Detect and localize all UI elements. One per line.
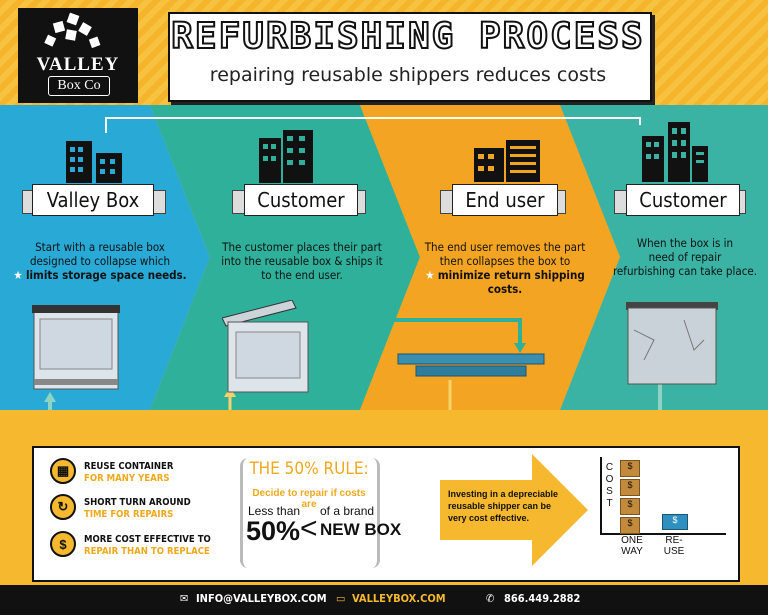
crate: $ <box>620 517 640 534</box>
rule-of-brand: of a brand <box>320 504 375 518</box>
rule-less: Less than <box>248 504 301 518</box>
chart-col1-label: ONE WAY <box>621 535 643 557</box>
crate: $ <box>620 460 640 477</box>
logo-name-bottom: Box Co <box>48 76 110 96</box>
less-than-icon: < <box>300 512 318 545</box>
dollar-icon: $ <box>50 531 76 557</box>
step-panel-2 <box>150 105 420 410</box>
benefit-line2: REPAIR THAN TO REPLACE <box>84 546 210 557</box>
crate: $ <box>620 498 640 515</box>
star-icon: ★ <box>425 268 435 282</box>
cost-chart <box>600 457 726 535</box>
desc-line: designed to collapse which <box>29 254 171 268</box>
page-title: REFURBISHING PROCESS <box>170 15 645 58</box>
footer-bar <box>0 585 768 615</box>
step-desc-2: The customer places their part into the … <box>212 240 392 282</box>
page-subtitle: repairing reusable shippers reduces cost… <box>209 64 607 86</box>
reusable-box-image <box>32 305 120 390</box>
buildings-icon <box>259 130 313 183</box>
step-desc-4: When the box is in need of repair refurb… <box>610 236 760 278</box>
desc-line: When the box is in <box>636 236 734 250</box>
cycle-icon: ↻ <box>50 494 76 520</box>
reuse-crate: $ <box>662 514 688 530</box>
footer-phone[interactable]: 866.449.2882 <box>504 592 581 605</box>
crate: $ <box>620 479 640 496</box>
buildings-icon <box>642 122 708 182</box>
desc-line: then collapses the box to <box>439 254 571 268</box>
buildings-icon <box>66 141 122 183</box>
logo <box>18 8 138 103</box>
desc-line: refurbishing can take place. <box>612 264 758 278</box>
benefit-line1: REUSE CONTAINER <box>84 461 174 472</box>
cost-axis-text: COST <box>604 462 615 510</box>
buildings-icon <box>474 140 540 182</box>
logo-cubes-icon <box>44 12 101 49</box>
step-desc-3: The end user removes the part then colla… <box>410 240 600 296</box>
benefit-line2: TIME FOR REPAIRS <box>84 509 174 520</box>
title-panel <box>168 12 652 102</box>
desc-line: need of repair <box>648 250 722 264</box>
collapsed-box-image <box>397 353 545 377</box>
rule-new-box: NEW BOX <box>320 520 402 539</box>
step-desc-1: Start with a reusable box designed to co… <box>10 240 190 282</box>
desc-line: to the end user. <box>261 268 343 282</box>
footer-website[interactable]: VALLEYBOX.COM <box>352 592 446 605</box>
step-title-1: Valley Box <box>32 184 154 216</box>
footer-email[interactable]: INFO@VALLEYBOX.COM <box>196 592 327 605</box>
step-title-4: Customer <box>626 184 740 216</box>
step-title-3: End user <box>452 184 558 216</box>
arrow-text-line: reusable shipper can be <box>448 501 552 511</box>
orange-arrow-icon <box>440 454 588 566</box>
desc-line: The customer places their part <box>222 240 382 254</box>
rule-title: THE 50% RULE: <box>249 459 369 479</box>
open-box-image <box>222 300 309 393</box>
arrow-text-line: very cost effective. <box>448 513 530 523</box>
desc-bold: limits storage space needs. <box>25 268 187 282</box>
one-way-crates: $ $ $ $ <box>620 460 640 534</box>
monitor-icon: ▭ <box>336 592 346 605</box>
arrow-text: Investing in a depreciable reusable ship… <box>448 488 568 524</box>
desc-line: The end user removes the part <box>424 240 586 254</box>
benefit-line1: SHORT TURN AROUND <box>84 497 191 508</box>
email-icon: ✉ <box>180 592 189 605</box>
rule-bracket <box>240 458 380 568</box>
calendar-icon: ▦ <box>50 458 76 484</box>
step-title-2: Customer <box>244 184 358 216</box>
arrow-text-line: Investing in a depreciable <box>448 489 559 499</box>
star-icon: ★ <box>13 268 23 282</box>
cost-axis-label: COST <box>603 462 615 514</box>
step-panel-3 <box>360 105 620 410</box>
process-band <box>0 105 768 410</box>
desc-line: into the reusable box & ships it <box>221 254 383 268</box>
benefit-line1: MORE COST EFFECTIVE TO <box>84 534 211 545</box>
logo-name-top: VALLEY <box>36 54 120 75</box>
rule-line1: Decide to repair if costs are <box>252 488 366 510</box>
chart-col2-label: RE-USE <box>663 535 685 557</box>
benefit-line2: FOR MANY YEARS <box>84 473 170 484</box>
rule-percent: 50% <box>246 516 301 546</box>
damaged-box-image <box>626 302 718 385</box>
phone-icon: ✆ <box>486 592 495 605</box>
desc-bold: minimize return shipping costs. <box>437 268 585 296</box>
desc-line: Start with a reusable box <box>35 240 165 254</box>
